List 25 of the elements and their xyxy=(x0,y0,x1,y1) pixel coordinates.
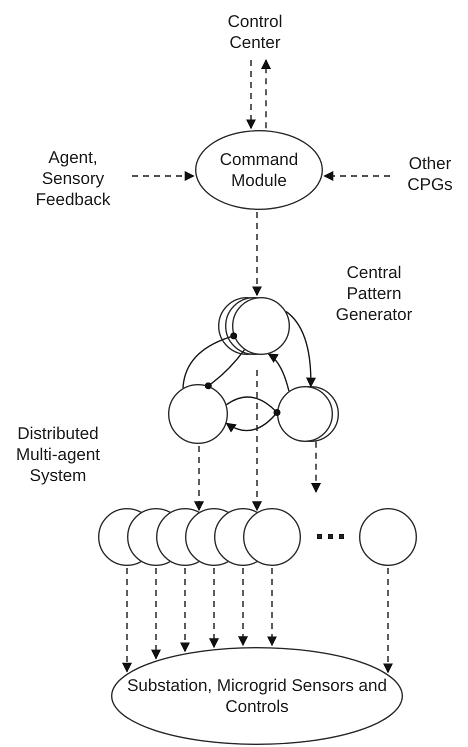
node-text: Substation, Microgrid Sensors and Controls xyxy=(126,675,388,717)
arrow xyxy=(268,353,290,392)
arrow xyxy=(180,568,190,652)
arrow xyxy=(311,442,321,493)
arrow xyxy=(252,212,262,296)
arrow xyxy=(267,568,277,646)
arrow xyxy=(252,370,262,512)
arrow xyxy=(226,412,278,432)
diagram-label: Central Pattern Generator xyxy=(334,262,414,325)
arrow xyxy=(286,310,316,388)
arrow xyxy=(151,568,161,660)
arrow xyxy=(194,446,204,512)
node-text: Command Module xyxy=(218,149,300,191)
diagram-label: Distributed Multi-agent System xyxy=(14,423,102,486)
arrow xyxy=(323,171,390,181)
arrow xyxy=(238,568,248,646)
node-label: Control Center xyxy=(210,8,300,56)
arrow xyxy=(132,171,195,181)
arrow xyxy=(383,568,393,674)
arrow xyxy=(122,568,132,673)
arrow xyxy=(209,568,219,648)
node-label: Other CPGs xyxy=(394,150,466,198)
arrow xyxy=(246,60,256,130)
arrow xyxy=(261,59,271,128)
node-label: Agent, Sensory Feedback xyxy=(18,145,128,211)
